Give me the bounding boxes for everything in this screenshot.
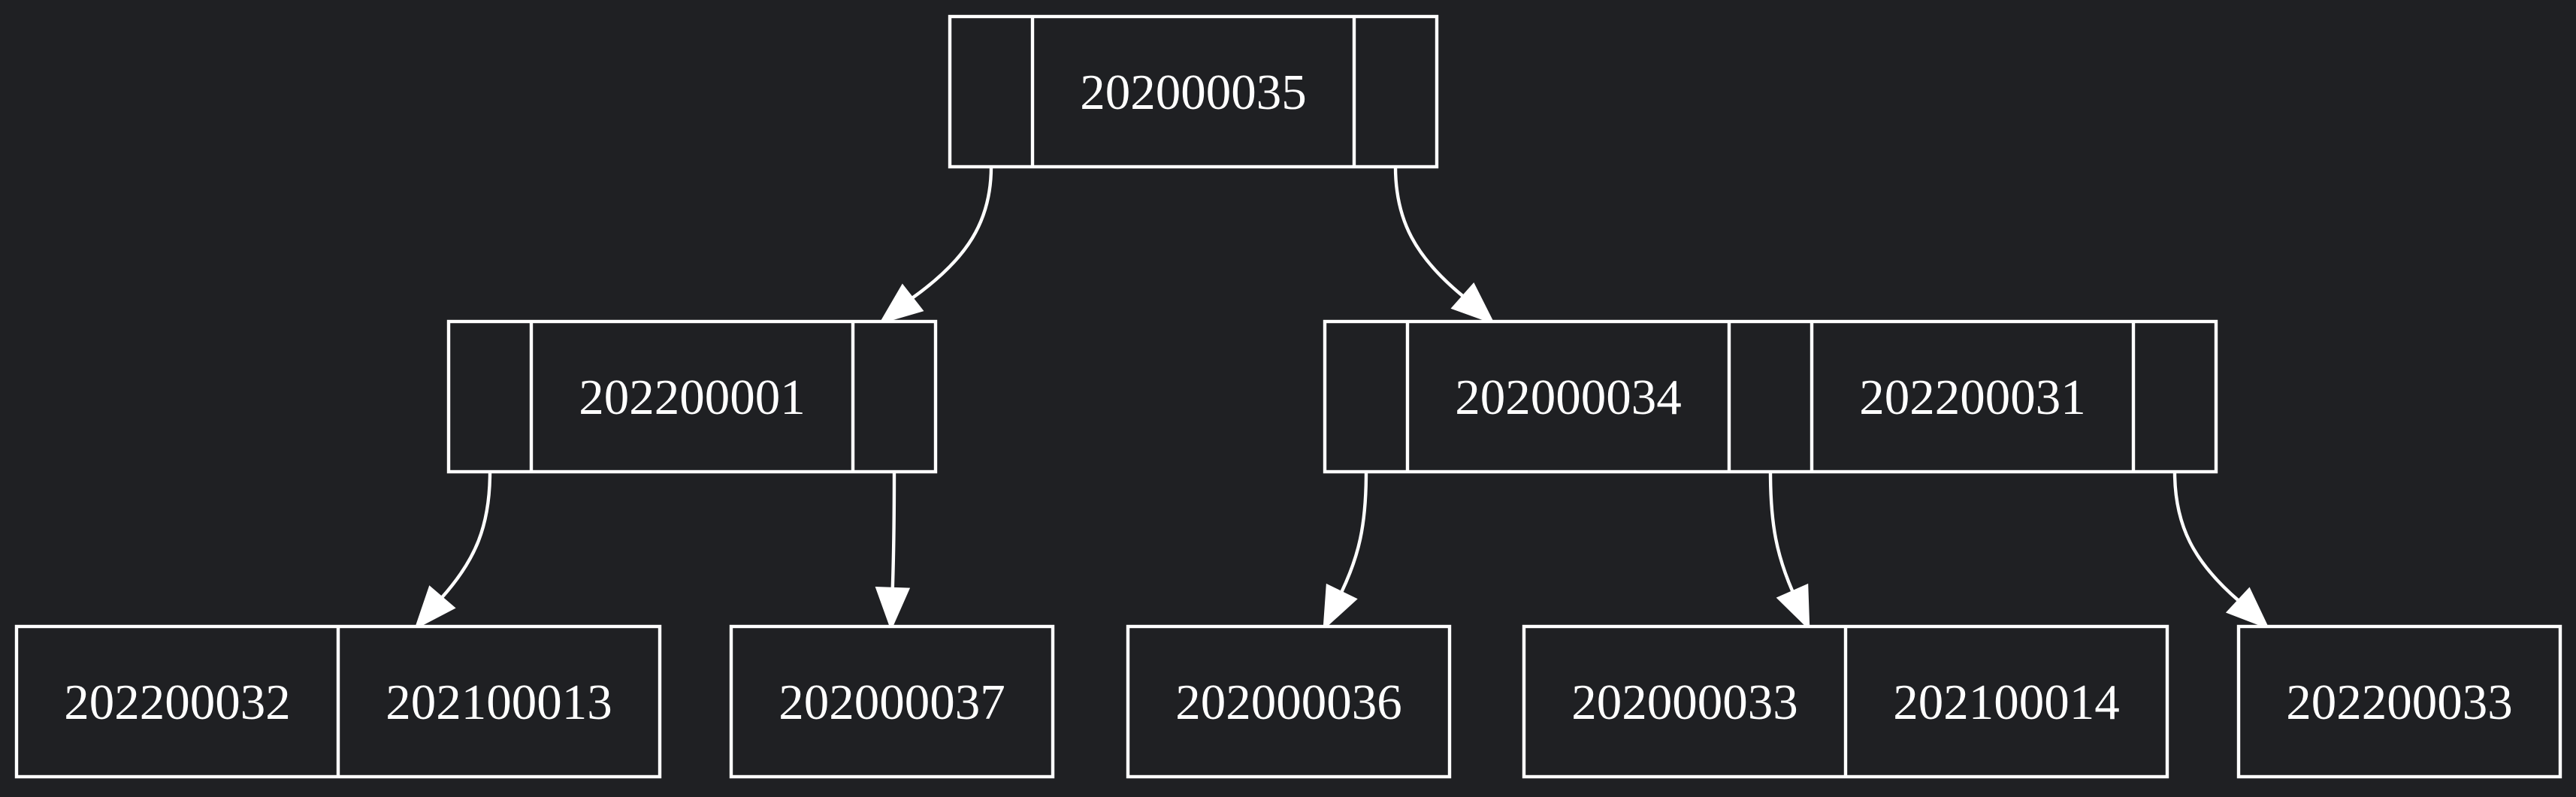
edge-line (1393, 166, 1465, 298)
tree-node-right: 202000034 202200031 (1323, 319, 2218, 474)
edge-line (1768, 471, 1794, 593)
node-key: 202000037 (779, 675, 1005, 730)
node-box (729, 624, 1055, 779)
arrowhead-icon (878, 283, 924, 325)
edge-line (890, 471, 896, 590)
node-key: 202100013 (385, 675, 612, 730)
edge-line (1339, 471, 1368, 593)
tree-node-leaf1: 202200032 202100013 (14, 624, 662, 779)
node-box (1323, 319, 2218, 474)
node-box (1126, 624, 1452, 779)
arrowhead-icon (1776, 583, 1810, 631)
arrowhead-icon (414, 585, 456, 630)
node-key: 202000035 (1080, 65, 1307, 120)
edge-right-leaf4 (1768, 471, 1810, 631)
node-key: 202000034 (1455, 370, 1682, 425)
edge-left-leaf1 (414, 471, 492, 630)
node-key: 202200031 (1859, 370, 2086, 425)
edge-line (911, 166, 993, 300)
edge-right-leaf3 (1323, 471, 1368, 631)
arrowhead-icon (1323, 583, 1358, 631)
edge-left-leaf2 (875, 471, 911, 631)
edge-line (2172, 471, 2240, 602)
tree-node-left: 202200001 (446, 319, 938, 474)
tree-node-leaf4: 202000033 202100014 (1522, 624, 2169, 779)
edges-layer (414, 166, 2270, 631)
node-key: 202200033 (2286, 675, 2513, 730)
node-key: 202000036 (1175, 675, 1402, 730)
nodes-layer: 202000035 202200001 202000034 202200031 2022… (14, 14, 2562, 779)
arrowhead-icon (2225, 587, 2270, 630)
tree-node-leaf5: 202200033 (2236, 624, 2562, 779)
node-key: 202100014 (1893, 675, 2120, 730)
node-key: 202000033 (1571, 675, 1798, 730)
tree-node-root: 202000035 (948, 14, 1439, 169)
edge-line (440, 471, 492, 599)
tree-node-leaf2: 202000037 (729, 624, 1055, 779)
arrowhead-icon (1450, 282, 1495, 325)
node-key: 202200032 (64, 675, 291, 730)
edge-right-leaf5 (2172, 471, 2270, 630)
tree-node-leaf3: 202000036 (1126, 624, 1452, 779)
edge-root-right (1393, 166, 1495, 325)
node-key: 202200001 (579, 370, 806, 425)
edge-root-left (878, 166, 993, 325)
arrowhead-icon (875, 587, 911, 631)
node-box (2236, 624, 2562, 779)
